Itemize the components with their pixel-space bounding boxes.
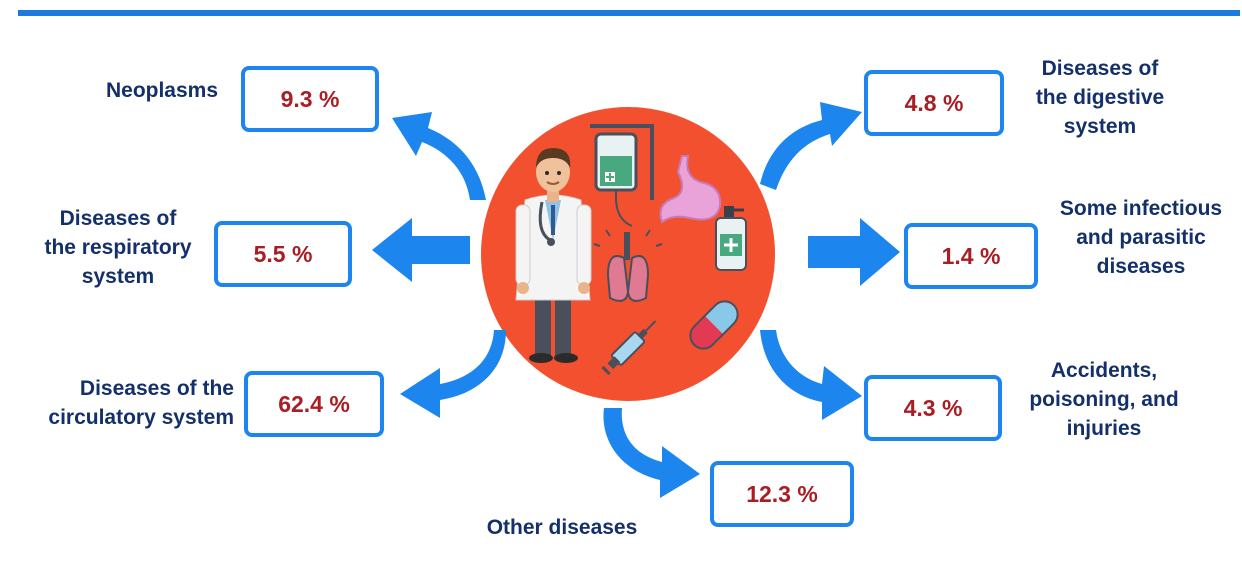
label-circulatory: Diseases of the circulatory system xyxy=(48,377,234,429)
label-infectious: Some infectious and parasitic diseases xyxy=(1059,197,1223,278)
label-accidents: Accidents, poisoning, and injuries xyxy=(1029,359,1179,440)
value-neoplasms: 9.3 % xyxy=(280,85,340,112)
capsule-icon xyxy=(689,300,739,350)
arrow-circulatory xyxy=(400,330,506,418)
value-circulatory: 62.4 % xyxy=(278,390,350,417)
value-box-other: 12.3 % xyxy=(710,461,854,527)
value-digestive: 4.8 % xyxy=(904,89,964,116)
label-respiratory: Diseases of the respiratory system xyxy=(44,207,192,288)
syringe-icon xyxy=(601,320,657,376)
value-respiratory: 5.5 % xyxy=(253,240,313,267)
value-accidents: 4.3 % xyxy=(903,394,963,421)
value-other: 12.3 % xyxy=(746,480,818,507)
doctor-icon xyxy=(515,148,592,363)
lungs-icon xyxy=(593,229,663,302)
label-other: Other diseases xyxy=(486,516,638,539)
value-box-digestive: 4.8 % xyxy=(864,70,1004,136)
iv-bag-icon xyxy=(590,124,654,227)
value-box-neoplasms: 9.3 % xyxy=(241,66,379,132)
value-box-accidents: 4.3 % xyxy=(864,375,1002,441)
arrow-neoplasms xyxy=(392,112,486,200)
arrow-infectious xyxy=(808,218,900,286)
arrow-respiratory xyxy=(372,218,470,282)
value-infectious: 1.4 % xyxy=(941,242,1001,269)
arrow-digestive xyxy=(760,102,862,190)
value-box-circulatory: 62.4 % xyxy=(244,371,384,437)
label-digestive: Diseases of the digestive system xyxy=(1035,57,1165,138)
top-rule xyxy=(18,10,1240,16)
arrow-accidents xyxy=(760,330,862,420)
label-neoplasms: Neoplasms xyxy=(105,79,219,102)
value-box-infectious: 1.4 % xyxy=(904,223,1038,289)
value-box-respiratory: 5.5 % xyxy=(214,221,352,287)
arrow-other xyxy=(603,408,700,498)
stomach-icon xyxy=(659,155,722,224)
sanitizer-bottle-icon xyxy=(715,206,747,271)
